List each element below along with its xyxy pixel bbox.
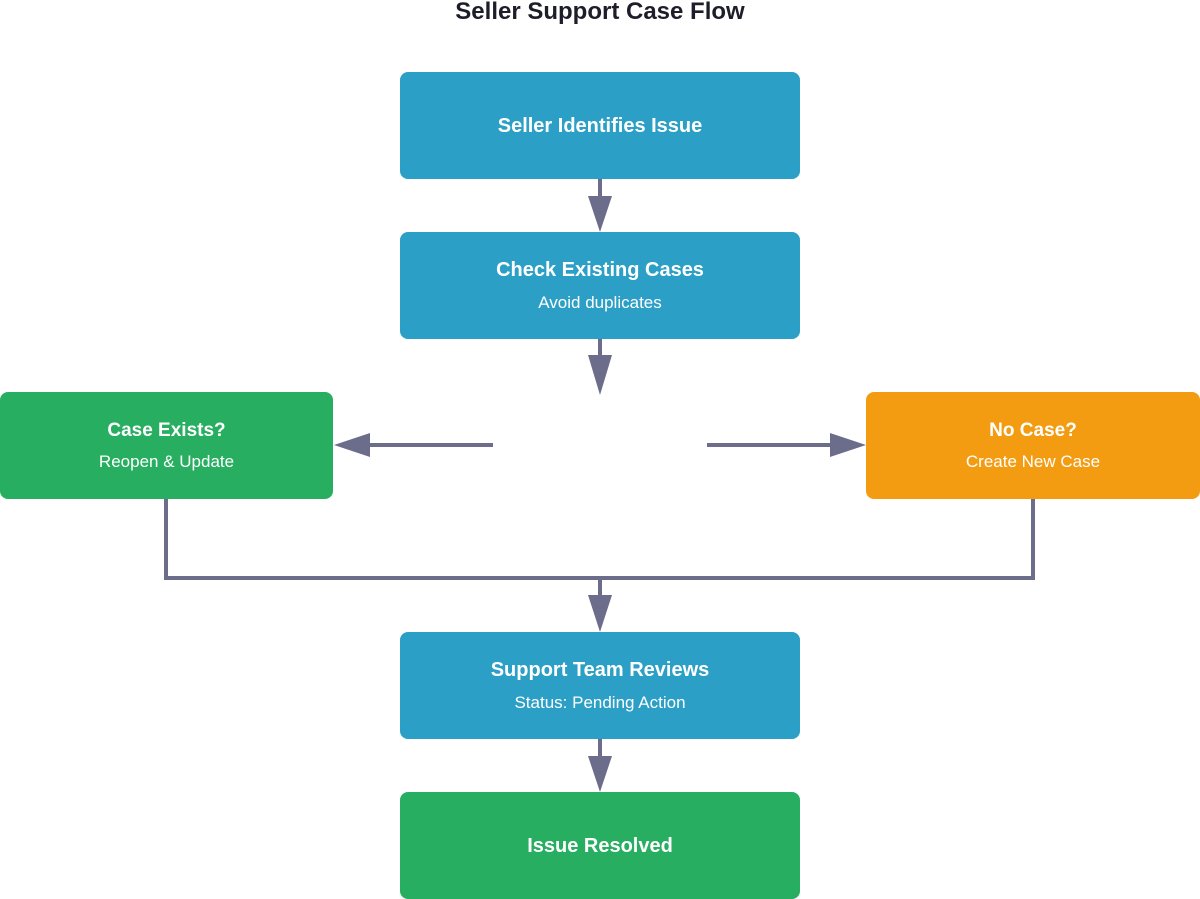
edge-exists-to-review bbox=[164, 499, 600, 580]
node-subtitle: Avoid duplicates bbox=[538, 293, 662, 312]
arrowhead-decision bbox=[588, 355, 612, 395]
arrowhead-resolved bbox=[588, 756, 612, 792]
node-support-team-reviews: Support Team Reviews Status: Pending Act… bbox=[400, 632, 800, 739]
node-title: Issue Resolved bbox=[527, 834, 673, 857]
node-title: Check Existing Cases bbox=[496, 259, 704, 281]
edge-nocase-to-review bbox=[600, 499, 1035, 580]
node-subtitle: Create New Case bbox=[965, 452, 1101, 471]
node-seller-identifies-issue: Seller Identifies Issue bbox=[400, 72, 800, 179]
node-subtitle: Reopen & Update bbox=[98, 452, 235, 471]
node-title: Support Team Reviews bbox=[490, 659, 710, 681]
node-case-exists: Case Exists? Reopen & Update bbox=[0, 392, 333, 499]
node-title: No Case? bbox=[989, 420, 1077, 441]
node-check-existing-cases: Check Existing Cases Avoid duplicates bbox=[400, 232, 800, 339]
arrowhead-exists bbox=[334, 433, 370, 457]
arrowhead-review bbox=[588, 595, 612, 632]
diagram-title: Seller Support Case Flow bbox=[455, 0, 745, 25]
node-no-case: No Case? Create New Case bbox=[866, 392, 1200, 499]
node-title: Case Exists? bbox=[107, 420, 226, 441]
arrowhead-check bbox=[588, 196, 612, 232]
arrowhead-nocase bbox=[830, 433, 866, 457]
node-subtitle: Status: Pending Action bbox=[514, 693, 686, 712]
node-issue-resolved: Issue Resolved bbox=[400, 792, 800, 899]
node-title: Seller Identifies Issue bbox=[497, 114, 703, 137]
